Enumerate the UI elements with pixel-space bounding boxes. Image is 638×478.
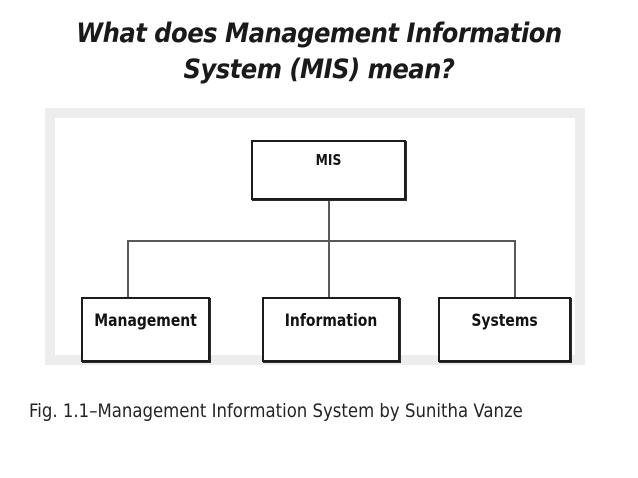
diagram-canvas: MIS Management Information Systems <box>55 118 575 362</box>
page-title: What does Management Information System … <box>76 18 562 85</box>
connector-mis-to-bus <box>328 200 330 299</box>
diagram-node-information: Information <box>262 297 400 362</box>
connector-bus-to-systems <box>514 240 516 298</box>
diagram-node-management: Management <box>81 297 210 362</box>
connector-bus-to-management <box>127 240 129 298</box>
diagram-node-systems-label: Systems <box>471 311 538 331</box>
diagram-node-information-label: Information <box>284 311 378 331</box>
figure-panel: MIS Management Information Systems <box>45 108 585 365</box>
diagram-node-systems: Systems <box>438 297 571 362</box>
figure-caption: Fig. 1.1–Management Information System b… <box>29 400 523 422</box>
connector-horizontal-bus <box>127 240 516 242</box>
diagram-node-management-label: Management <box>94 311 197 331</box>
diagram-node-mis-label: MIS <box>315 151 342 169</box>
diagram-node-mis: MIS <box>251 140 406 200</box>
